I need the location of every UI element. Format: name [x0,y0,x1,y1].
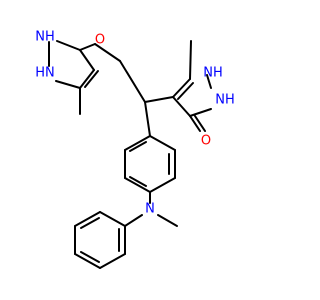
central-bridge [94,43,174,137]
bond [144,96,174,103]
bond [189,40,192,80]
bond [84,70,99,88]
canvas-background [0,0,300,300]
bond [129,141,147,152]
bond [79,69,95,89]
atom-label-hn-left: HN [35,66,55,81]
bond [124,214,143,227]
atom-label-nh-right-lower: NH [215,93,235,108]
atom-label-n-amine: N [145,202,155,217]
bond [157,214,178,227]
bond [129,176,147,187]
atom-label-o-top-left: O [95,33,105,48]
bond [79,43,96,51]
bond [99,211,126,227]
bond [124,177,151,193]
bond [189,115,201,132]
bond [172,96,191,117]
bond [79,49,95,71]
bond [177,82,194,100]
bond [94,43,121,62]
bond [80,251,100,263]
bond [55,80,81,89]
molecule-structure: NH HN O NH NH O N [0,0,300,300]
phenyl-ring-lower [74,211,126,269]
atom-label-nh-top-left: NH [35,30,55,45]
bond [99,253,126,269]
bond [172,78,191,98]
amine-linkage [124,191,178,227]
bond [144,101,151,137]
atom-label-o-right: O [201,134,211,149]
atom-label-nh-right-upper: NH [203,66,223,81]
pyrazolone-ring-left [48,40,99,115]
bond [80,217,100,229]
bond [149,177,176,193]
bond [124,135,151,151]
bond [189,108,212,117]
bond [56,40,81,51]
bond [149,135,176,151]
pyrazolone-ring-right [172,40,212,132]
bond [119,60,146,103]
bond [74,253,101,269]
bond [194,115,206,132]
bond [74,211,101,227]
bond [206,74,212,89]
benzene-ring-middle [124,135,176,193]
